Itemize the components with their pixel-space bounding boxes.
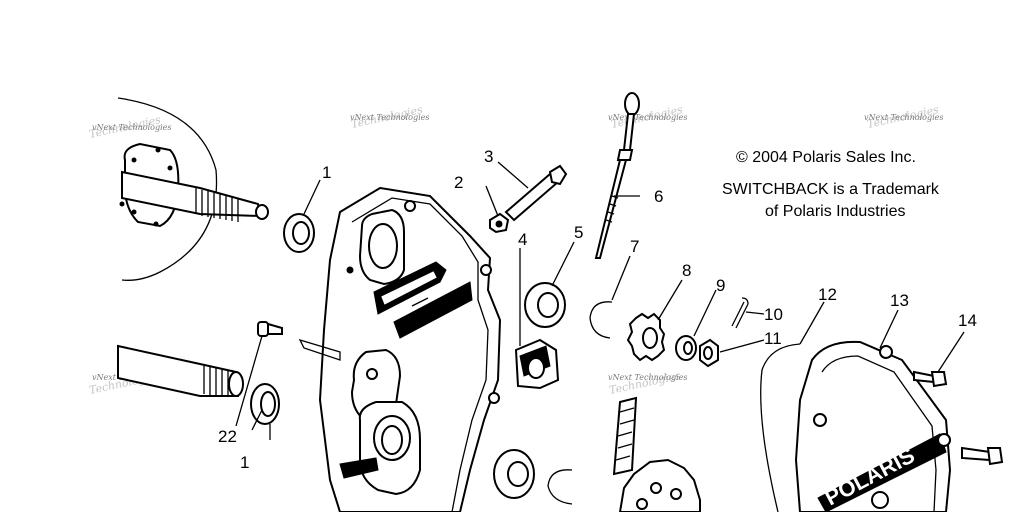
castle-nut-11 — [699, 338, 719, 368]
callout-13: 13 — [890, 291, 909, 310]
lower-shaft — [117, 344, 244, 397]
callout-4: 4 — [518, 230, 527, 249]
tensioner-4 — [514, 338, 560, 390]
callout-22: 22 — [218, 427, 237, 446]
callout-5: 5 — [574, 223, 583, 242]
bearing-lower — [493, 449, 535, 499]
trademark-line-2: of Polaris Industries — [765, 203, 906, 220]
callout-10: 10 — [764, 305, 783, 324]
watermark-3: vNext Technologies — [608, 113, 687, 122]
nut-2 — [489, 212, 510, 234]
washer-9 — [675, 335, 697, 361]
chain — [612, 396, 638, 476]
lower-sprocket — [618, 458, 701, 512]
trademark-line-1: SWITCHBACK is a Trademark — [722, 181, 939, 198]
bolt-22 — [257, 321, 283, 337]
bolt-cover-lower — [961, 446, 1004, 466]
watermark-2: vNext Technologies — [350, 113, 429, 122]
callout-6: 6 — [654, 187, 663, 206]
chaincase-housing — [298, 186, 502, 512]
copyright-notice: © 2004 Polaris Sales Inc. — [736, 149, 916, 166]
callout-2: 2 — [454, 173, 463, 192]
bolt-14 — [913, 370, 948, 388]
callout-8: 8 — [682, 261, 691, 280]
callout-11: 11 — [764, 329, 782, 348]
seal-12 — [760, 343, 801, 512]
watermark-1: vNext Technologies — [92, 123, 171, 132]
cotter-pin-10 — [731, 297, 749, 329]
watermark-7: vNext Technologies — [608, 373, 687, 382]
callouts: 1 1 2 3 4 5 6 7 8 9 10 11 12 13 14 22 — [218, 147, 977, 472]
callout-7: 7 — [630, 237, 639, 256]
callout-3: 3 — [484, 147, 493, 166]
seal-lower — [250, 383, 280, 425]
sprocket-8 — [626, 312, 666, 362]
callout-12: 12 — [818, 285, 837, 304]
callout-14: 14 — [958, 311, 977, 330]
snap-ring-lower — [547, 469, 573, 505]
callout-1-upper: 1 — [322, 163, 331, 182]
callout-9: 9 — [716, 276, 725, 295]
upper-shaft — [121, 170, 269, 222]
snap-ring-7 — [589, 301, 613, 339]
bolt-3 — [504, 164, 568, 222]
leader-lines — [235, 161, 965, 440]
callout-1-lower: 1 — [240, 453, 249, 472]
dipstick-6 — [594, 92, 640, 259]
seal-upper — [283, 213, 315, 253]
bearing-5 — [524, 282, 566, 328]
cover-13: POLARIS — [794, 340, 952, 512]
watermark-4: vNext Technologies — [864, 113, 943, 122]
